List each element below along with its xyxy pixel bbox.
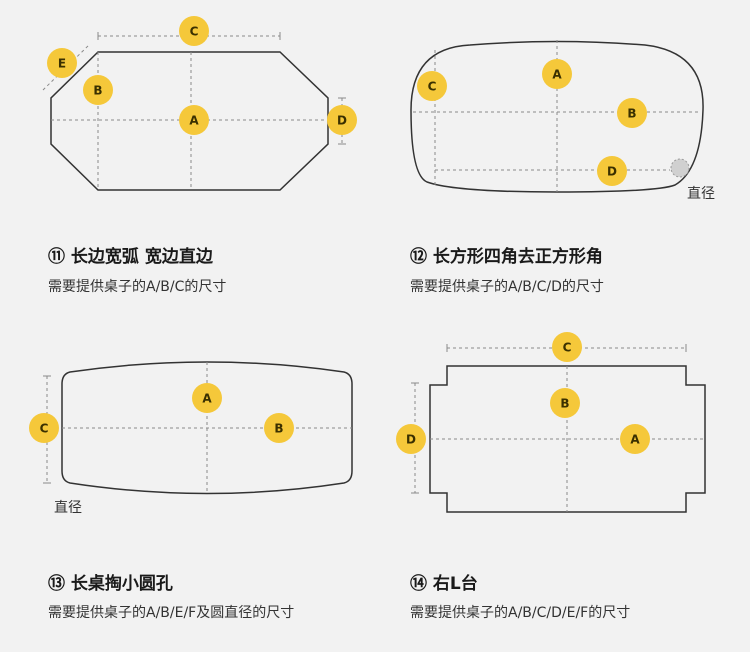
badge-b-label: B	[274, 422, 283, 436]
table-outline	[410, 40, 704, 193]
badge-d: D	[396, 424, 426, 454]
badge-b: B	[550, 388, 580, 418]
diagram-panel-14: C B D A ⑭ 右L台 需要提供桌子的A/B/C/D/E/F的尺寸	[375, 326, 750, 652]
corner-hole	[670, 158, 690, 178]
badge-e: E	[47, 48, 77, 78]
badge-b: B	[83, 75, 113, 105]
badge-b: B	[617, 98, 647, 128]
shape-diagram-14: C B D A	[396, 332, 706, 513]
badge-c-label: C	[428, 80, 437, 94]
badge-b-label: B	[93, 84, 102, 98]
diagram-panel-13: A C B 直径 ⑬ 长桌掏小圆孔 需要提供桌子的A/B/E/F及圆直径的尺寸	[0, 326, 375, 652]
badge-a: A	[620, 424, 650, 454]
badge-a-label: A	[189, 114, 199, 128]
diagram-panel-12: C A B D 直径 ⑫ 长方形四角去正方形角 需要提供桌子的A/B/C/D的尺…	[375, 0, 750, 326]
panel-title: ⑭ 右L台	[410, 574, 478, 594]
badge-b-label: B	[627, 107, 636, 121]
badge-d-label: D	[607, 165, 617, 179]
panel-title: ⑪ 长边宽弧 宽边直边	[48, 247, 213, 267]
badge-c: C	[179, 16, 209, 46]
panel-title: ⑬ 长桌掏小圆孔	[48, 574, 173, 594]
badge-d-label: D	[337, 114, 347, 128]
shape-diagram-11: C E B A D	[42, 16, 357, 191]
badge-a: A	[179, 105, 209, 135]
badge-a-label: A	[552, 68, 562, 82]
badge-e-label: E	[58, 57, 66, 71]
panel-subtitle: 需要提供桌子的A/B/C/D的尺寸	[410, 279, 604, 295]
shape-diagram-12: C A B D 直径	[410, 40, 715, 202]
diameter-label: 直径	[54, 499, 82, 516]
badge-c: C	[29, 413, 59, 443]
badge-d-label: D	[406, 433, 416, 447]
panel-subtitle: 需要提供桌子的A/B/C的尺寸	[48, 279, 227, 295]
table-outline	[429, 365, 706, 513]
panel-subtitle: 需要提供桌子的A/B/C/D/E/F的尺寸	[410, 605, 631, 621]
badge-b: B	[264, 413, 294, 443]
panel-title: ⑫ 长方形四角去正方形角	[410, 247, 603, 267]
badge-a-label: A	[202, 392, 212, 406]
diameter-label: 直径	[687, 185, 715, 202]
badge-d: D	[327, 105, 357, 135]
badge-c-label: C	[40, 422, 49, 436]
badge-a: A	[192, 383, 222, 413]
panel-subtitle: 需要提供桌子的A/B/E/F及圆直径的尺寸	[48, 605, 295, 621]
badge-d: D	[597, 156, 627, 186]
table-outline	[61, 361, 353, 495]
table-outline	[50, 51, 329, 191]
badge-c: C	[552, 332, 582, 362]
diagram-panel-11: C E B A D ⑪ 长边宽弧 宽边直边 需要提供桌子的A/B/C的尺寸	[0, 0, 375, 326]
badge-c: C	[417, 71, 447, 101]
shape-diagram-13: A C B 直径	[29, 361, 353, 516]
badge-c-label: C	[563, 341, 572, 355]
badge-a: A	[542, 59, 572, 89]
badge-c-label: C	[190, 25, 199, 39]
badge-a-label: A	[630, 433, 640, 447]
badge-b-label: B	[560, 397, 569, 411]
